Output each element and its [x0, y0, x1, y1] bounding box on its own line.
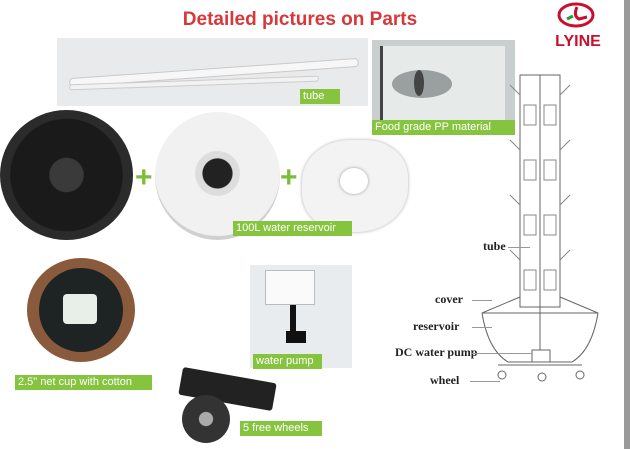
lyine-logo: LYINE: [543, 2, 613, 50]
svg-text:LYINE: LYINE: [555, 33, 601, 48]
diagram-label-pump: DC water pump: [395, 345, 478, 359]
wheel-photo: [170, 366, 285, 448]
label-reservoir: 100L water reservoir: [233, 221, 352, 236]
label-wheels: 5 free wheels: [240, 421, 322, 436]
pp-material-photo: [372, 40, 515, 135]
label-net-cup: 2.5" net cup with cotton: [15, 375, 152, 390]
page-title: Detailed pictures on Parts: [182, 9, 418, 30]
plus-icon: +: [280, 161, 298, 194]
water-pump-photo: [250, 265, 352, 368]
diagram-label-reservoir: reservoir: [413, 319, 460, 333]
lid-photo: [302, 140, 408, 232]
tower-diagram: [480, 65, 610, 385]
black-pot-photo: [0, 110, 133, 240]
diagram-label-tube: tube: [483, 239, 506, 253]
label-tube: tube: [300, 89, 340, 104]
diagram-label-cover: cover: [435, 292, 463, 306]
net-cup-photo: [27, 258, 135, 362]
label-water-pump: water pump: [253, 354, 322, 369]
diagram-label-wheel: wheel: [430, 373, 460, 387]
plus-icon: +: [135, 161, 153, 194]
white-reservoir-photo: [155, 112, 280, 240]
scrollbar[interactable]: [624, 0, 630, 449]
label-pp-material: Food grade PP material: [372, 120, 515, 135]
